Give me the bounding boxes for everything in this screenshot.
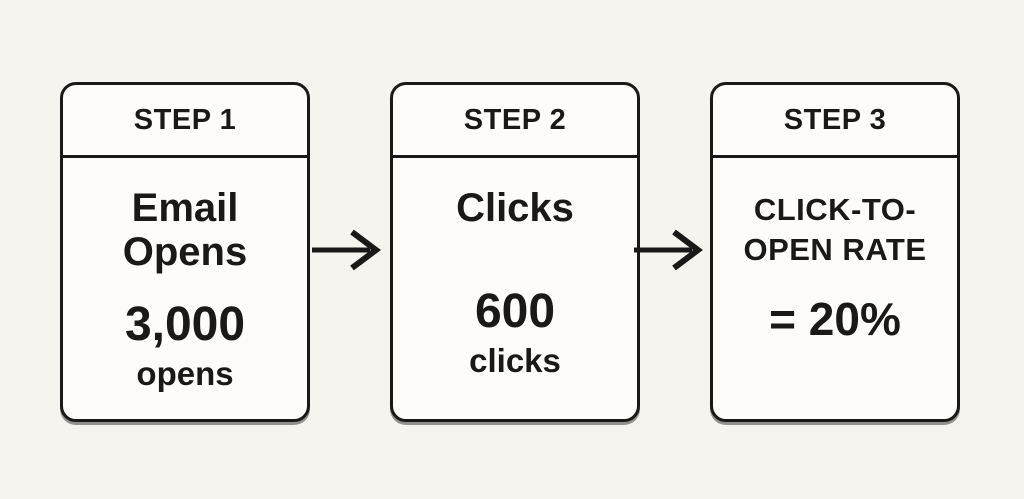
step-1-header-label: STEP 1: [133, 103, 237, 136]
step-3-value: = 20%: [769, 293, 901, 345]
step-1-header: STEP 1: [63, 85, 307, 158]
arrow-right-icon: [634, 229, 703, 271]
step-2-body: Clicks 600 clicks: [393, 186, 637, 380]
step-1-title: Email Opens: [63, 186, 307, 274]
step-1-box: STEP 1 Email Opens 3,000 opens: [60, 82, 310, 422]
step-1-value-label: opens: [136, 355, 234, 392]
step-3-title-line-2: OPEN RATE: [743, 232, 927, 267]
step-2-header: STEP 2: [393, 85, 637, 158]
step-1-title-line-2: Opens: [122, 230, 248, 274]
step-1-value: 3,000: [124, 298, 246, 351]
step-3-header-label: STEP 3: [783, 103, 887, 136]
step-2-value: 600: [474, 285, 556, 338]
step-2-title-line-1: Clicks: [456, 186, 574, 230]
step-3-title-line-1: CLICK-TO-: [753, 192, 917, 227]
step-1-title-line-1: Email: [131, 186, 239, 230]
step-3-title: CLICK-TO- OPEN RATE: [713, 190, 957, 270]
step-2-title: Clicks: [393, 186, 637, 230]
step-3-header: STEP 3: [713, 85, 957, 158]
step-2-box: STEP 2 Clicks 600 clicks: [390, 82, 640, 422]
step-1-body: Email Opens 3,000 opens: [63, 186, 307, 393]
step-3-body: CLICK-TO- OPEN RATE = 20%: [713, 190, 957, 344]
step-2-value-label: clicks: [469, 342, 561, 379]
arrow-right-icon: [312, 229, 381, 271]
step-2-header-label: STEP 2: [463, 103, 567, 136]
step-3-box: STEP 3 CLICK-TO- OPEN RATE = 20%: [710, 82, 960, 422]
